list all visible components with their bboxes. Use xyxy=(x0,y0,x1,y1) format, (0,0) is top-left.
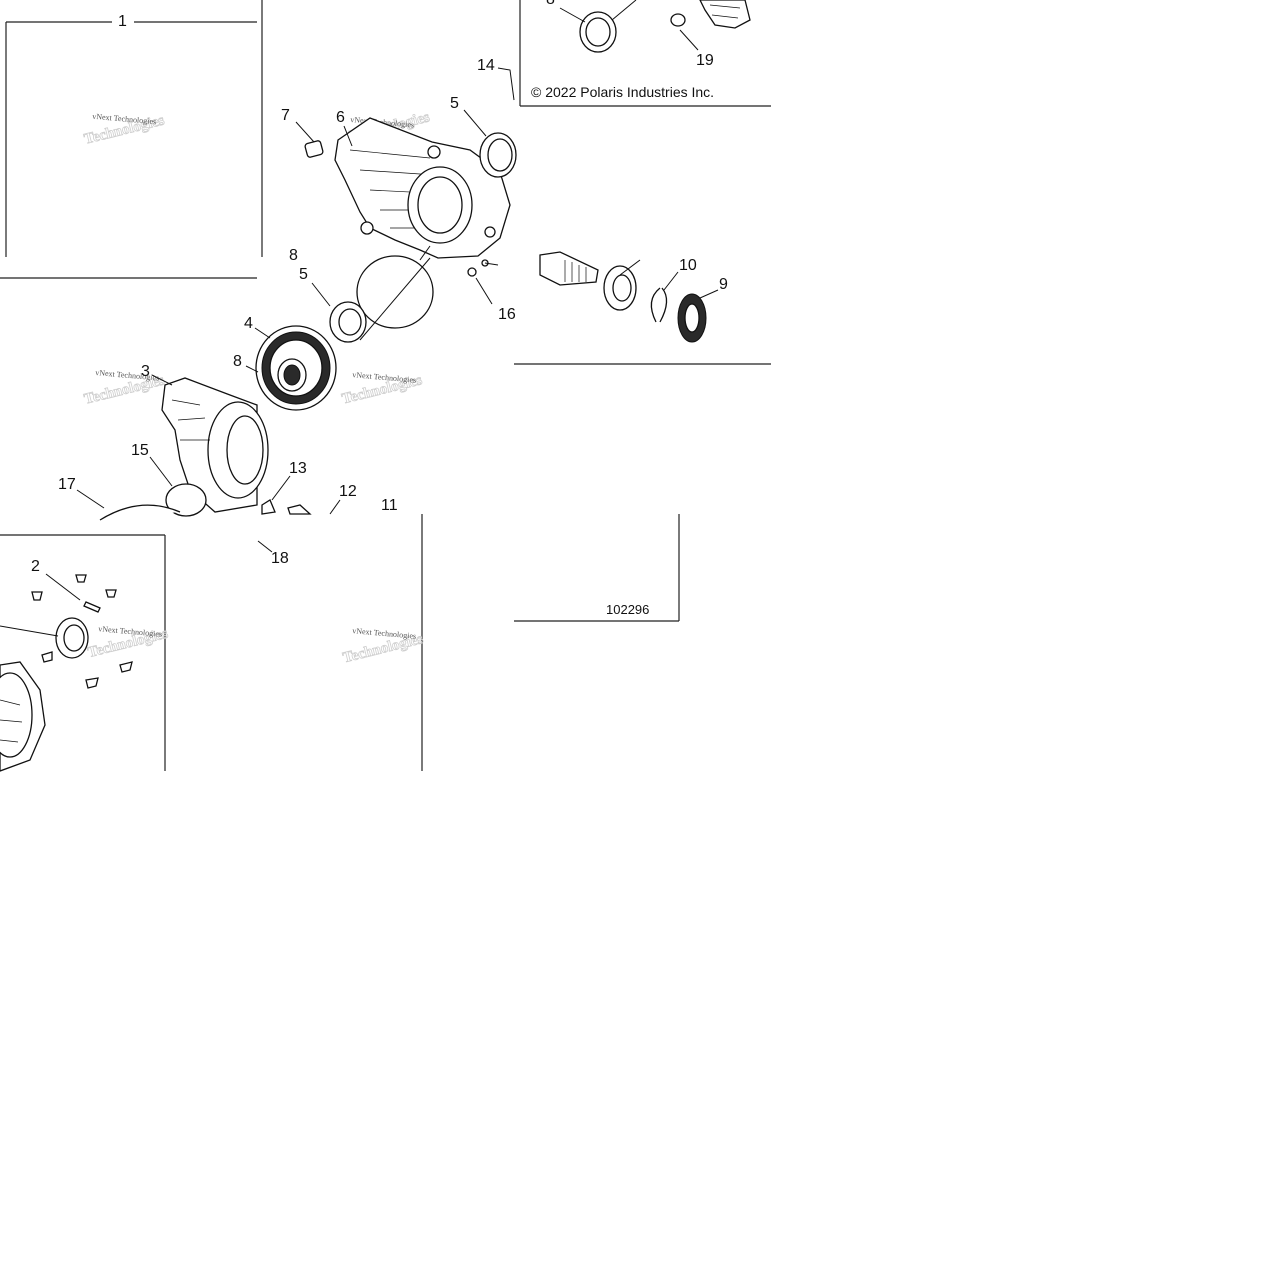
callout-7: 7 xyxy=(281,107,290,124)
bolt-set xyxy=(31,574,133,689)
callout-16: 16 xyxy=(498,306,516,323)
callout-18: 18 xyxy=(271,550,289,567)
callout-17: 17 xyxy=(58,476,76,493)
frame-lines xyxy=(0,0,771,771)
pinion-shaft-part xyxy=(539,251,599,286)
callout-11: 11 xyxy=(381,497,398,514)
plug-part xyxy=(304,140,324,158)
diagram-reference-id: 102296 xyxy=(606,602,649,617)
callout-8-lower: 8 xyxy=(233,353,242,370)
gasket-part xyxy=(99,483,207,521)
pinion-bearing-part xyxy=(603,265,637,311)
bearing-part xyxy=(329,301,367,343)
callout-13: 13 xyxy=(289,460,307,477)
callout-4: 4 xyxy=(244,315,253,332)
small-screw-parts xyxy=(261,259,489,515)
pinion-seal-part xyxy=(677,293,707,343)
callout-10: 10 xyxy=(679,257,697,274)
callout-labels: 1 7 6 5 14 8 19 © 2022 Polaris Industrie… xyxy=(31,0,728,617)
seal-ring-part xyxy=(479,11,617,178)
callout-3: 3 xyxy=(141,363,150,380)
callout-12: 12 xyxy=(339,483,357,500)
callout-8-top: 8 xyxy=(546,0,555,8)
cover-housing-part xyxy=(161,377,269,513)
callout-15: 15 xyxy=(131,442,149,459)
callout-9: 9 xyxy=(719,276,728,293)
copyright-notice: © 2022 Polaris Industries Inc. xyxy=(531,84,714,100)
leader-lines xyxy=(0,0,719,637)
callout-5-top: 5 xyxy=(450,95,459,112)
callout-2: 2 xyxy=(31,558,40,575)
callout-8-mid: 8 xyxy=(289,247,298,264)
bottom-left-cover-part xyxy=(0,574,133,772)
o-ring-part xyxy=(356,255,434,341)
snap-ring-part xyxy=(650,287,668,323)
svg-text:vNext Technologies: vNext Technologies xyxy=(352,626,416,641)
callout-6: 6 xyxy=(336,109,345,126)
callout-1: 1 xyxy=(118,13,127,30)
main-housing-part xyxy=(334,117,511,259)
callout-19: 19 xyxy=(696,52,714,69)
callout-14: 14 xyxy=(477,57,495,74)
top-right-bracket-part xyxy=(670,0,751,29)
callout-5-lower: 5 xyxy=(299,266,308,283)
ring-gear-part xyxy=(255,325,337,411)
